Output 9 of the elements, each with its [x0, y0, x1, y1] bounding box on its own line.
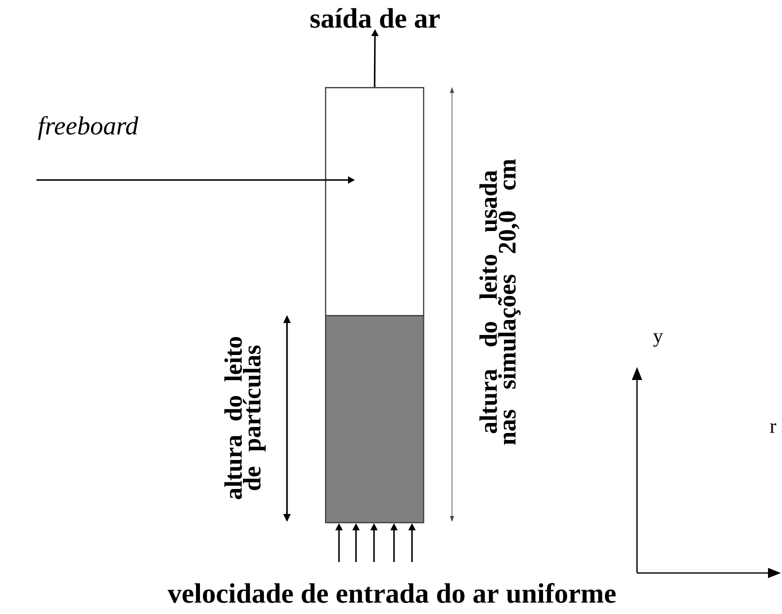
freeboard-box [325, 87, 424, 316]
axis-label: r [770, 423, 776, 433]
outlet-label: saída de ar [310, 8, 440, 28]
dimension-label: altura do leito de partículas [224, 337, 266, 500]
inlet-label: velocidade de entrada do ar uniforme [168, 582, 616, 604]
region-label: freeboard [38, 116, 138, 140]
axis-label: y [653, 333, 663, 347]
dimension-label: altura do leito usada nas simulações 20,0 cm [479, 159, 521, 445]
particle-bed-box [325, 315, 424, 524]
